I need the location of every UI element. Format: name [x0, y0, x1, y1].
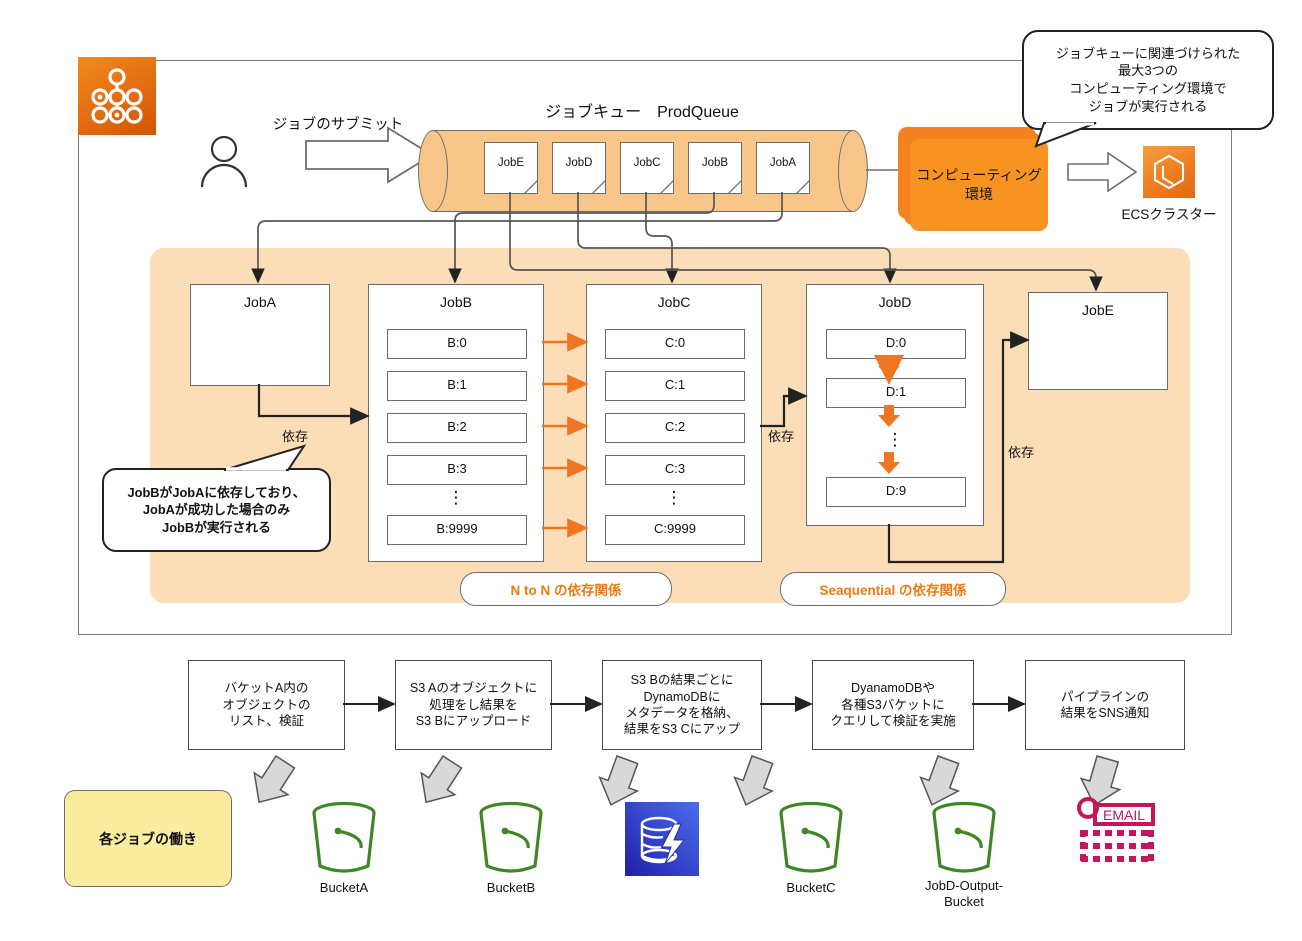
- pipeline-step-box: バケットA内の オブジェクトの リスト、検証: [188, 660, 345, 750]
- submit-label: ジョブのサブミット: [272, 117, 404, 133]
- job-panel-title: JobC: [657, 294, 691, 310]
- dependency-kind-label: Seaquential の依存関係: [819, 583, 967, 598]
- job-array-cell-label: B:9999: [436, 521, 478, 536]
- job-array-cell-label: B:1: [447, 377, 467, 392]
- ecs-cluster-label: ECSクラスター: [1121, 207, 1217, 222]
- job-array-cell-label: B:2: [447, 419, 467, 434]
- job-array-cell: B:2: [387, 413, 527, 443]
- pipeline-step-box: パイプラインの 結果をSNS通知: [1025, 660, 1185, 750]
- s3-bucket-icon: [772, 800, 850, 876]
- job-array-cell-label: C:2: [664, 419, 686, 434]
- pipeline-step-text: DyanamoDBや 各種S3バケットに クエリして検証を実施: [830, 681, 956, 729]
- queue-job-label: JobD: [565, 157, 593, 169]
- job-array-cell: C:9999: [605, 515, 745, 545]
- queue-job-document: JobD: [552, 142, 606, 194]
- queue-job-label: JobA: [769, 157, 797, 169]
- job-array-cell-label: C:1: [664, 377, 686, 392]
- job-array-cell: B:0: [387, 329, 527, 359]
- job-panel-jobe: JobE: [1028, 292, 1168, 390]
- queue-job-label: JobC: [633, 157, 661, 169]
- ecs-cluster-icon: [1143, 146, 1195, 198]
- job-array-cell: B:3: [387, 455, 527, 485]
- sns-email-text: EMAIL: [1103, 807, 1145, 823]
- queue-job-document: JobE: [484, 142, 538, 194]
- dependency-kind-label: N to N の依存関係: [510, 583, 622, 598]
- compute-env-callout: ジョブキューに関連づけられた 最大3つの コンピューティング環境で ジョブが実行…: [1022, 30, 1274, 130]
- job-array-cell: C:3: [605, 455, 745, 485]
- job-array-cell-label: C:0: [664, 335, 686, 350]
- pipeline-step-box: S3 Aのオブジェクトに 処理をし結果を S3 Bにアップロード: [395, 660, 552, 750]
- pipeline-step-text: バケットA内の オブジェクトの リスト、検証: [222, 681, 311, 729]
- queue-job-document: JobA: [756, 142, 810, 194]
- queue-job-label: JobE: [497, 157, 525, 169]
- resource-label: BucketA: [319, 880, 369, 895]
- s3-bucket-icon: [472, 800, 550, 876]
- job-panel-title: JobE: [1082, 302, 1114, 318]
- job-panel-jobb: JobB B:0 B:1 B:2 B:3 ⋮ B:9999: [368, 284, 544, 562]
- dependency-label: 依存: [1008, 445, 1035, 460]
- job-array-cell-label: D:9: [885, 483, 907, 498]
- sns-email-icon: EMAIL: [1075, 796, 1159, 868]
- job-panel-title: JobD: [878, 294, 912, 310]
- dependency-callout: JobBがJobAに依存しており、 JobAが成功した場合のみ JobBが実行さ…: [102, 468, 331, 552]
- job-queue-title: ジョブキュー ProdQueue: [545, 104, 739, 121]
- compute-environment-label: コンピューティング 環境: [916, 167, 1042, 202]
- job-queue-cylinder-right-cap: [838, 130, 868, 212]
- job-array-cell: C:1: [605, 371, 745, 401]
- dependency-kind-pill: N to N の依存関係: [460, 572, 672, 606]
- job-array-cell: D:9: [826, 477, 966, 507]
- dependency-kind-pill: Seaquential の依存関係: [780, 572, 1006, 606]
- queue-job-label: JobB: [701, 157, 729, 169]
- pipeline-step-box: DyanamoDBや 各種S3バケットに クエリして検証を実施: [812, 660, 974, 750]
- job-array-cell: C:0: [605, 329, 745, 359]
- queue-job-document: JobC: [620, 142, 674, 194]
- compute-environment-card: [910, 139, 1048, 231]
- dependency-label: 依存: [768, 429, 795, 444]
- dynamodb-icon: [625, 802, 699, 876]
- ellipsis-icon: ⋮: [447, 488, 465, 507]
- job-panel-title: JobA: [244, 294, 276, 310]
- job-array-cell: B:9999: [387, 515, 527, 545]
- job-array-cell-label: C:9999: [654, 521, 696, 536]
- job-array-cell: B:1: [387, 371, 527, 401]
- job-array-cell: C:2: [605, 413, 745, 443]
- resource-label: BucketB: [486, 880, 536, 895]
- s3-bucket-icon: [925, 800, 1003, 876]
- job-panel-joba: JobA: [190, 284, 330, 386]
- user-icon: [196, 133, 252, 189]
- ellipsis-icon: ⋮: [665, 488, 683, 507]
- legend-box: 各ジョブの働き: [64, 790, 232, 887]
- pipeline-step-text: S3 Bの結果ごとに DynamoDBに メタデータを格納、 結果をS3 Cにア…: [623, 673, 741, 737]
- s3-bucket-icon: [305, 800, 383, 876]
- legend-label: 各ジョブの働き: [99, 830, 197, 847]
- job-queue-cylinder-left-cap: [418, 130, 448, 212]
- job-array-cell-label: D:0: [885, 335, 907, 350]
- ellipsis-icon: ⋮: [886, 430, 904, 449]
- job-panel-title: JobB: [440, 294, 472, 310]
- resource-label: BucketC: [786, 880, 836, 895]
- job-array-cell-label: C:3: [664, 461, 686, 476]
- job-array-cell-label: B:3: [447, 461, 467, 476]
- job-array-cell-label: D:1: [885, 384, 907, 399]
- aws-batch-icon: [78, 57, 156, 135]
- job-array-cell-label: B:0: [447, 335, 467, 350]
- dependency-label: 依存: [282, 429, 309, 444]
- pipeline-step-text: S3 Aのオブジェクトに 処理をし結果を S3 Bにアップロード: [409, 681, 538, 729]
- resource-label: JobD-Output- Bucket: [924, 878, 1004, 910]
- queue-job-document: JobB: [688, 142, 742, 194]
- job-panel-jobd: JobD D:0 D:1 ⋮ D:9: [806, 284, 984, 526]
- pipeline-step-text: パイプラインの 結果をSNS通知: [1060, 689, 1150, 720]
- job-panel-jobc: JobC C:0 C:1 C:2 C:3 ⋮ C:9999: [586, 284, 762, 562]
